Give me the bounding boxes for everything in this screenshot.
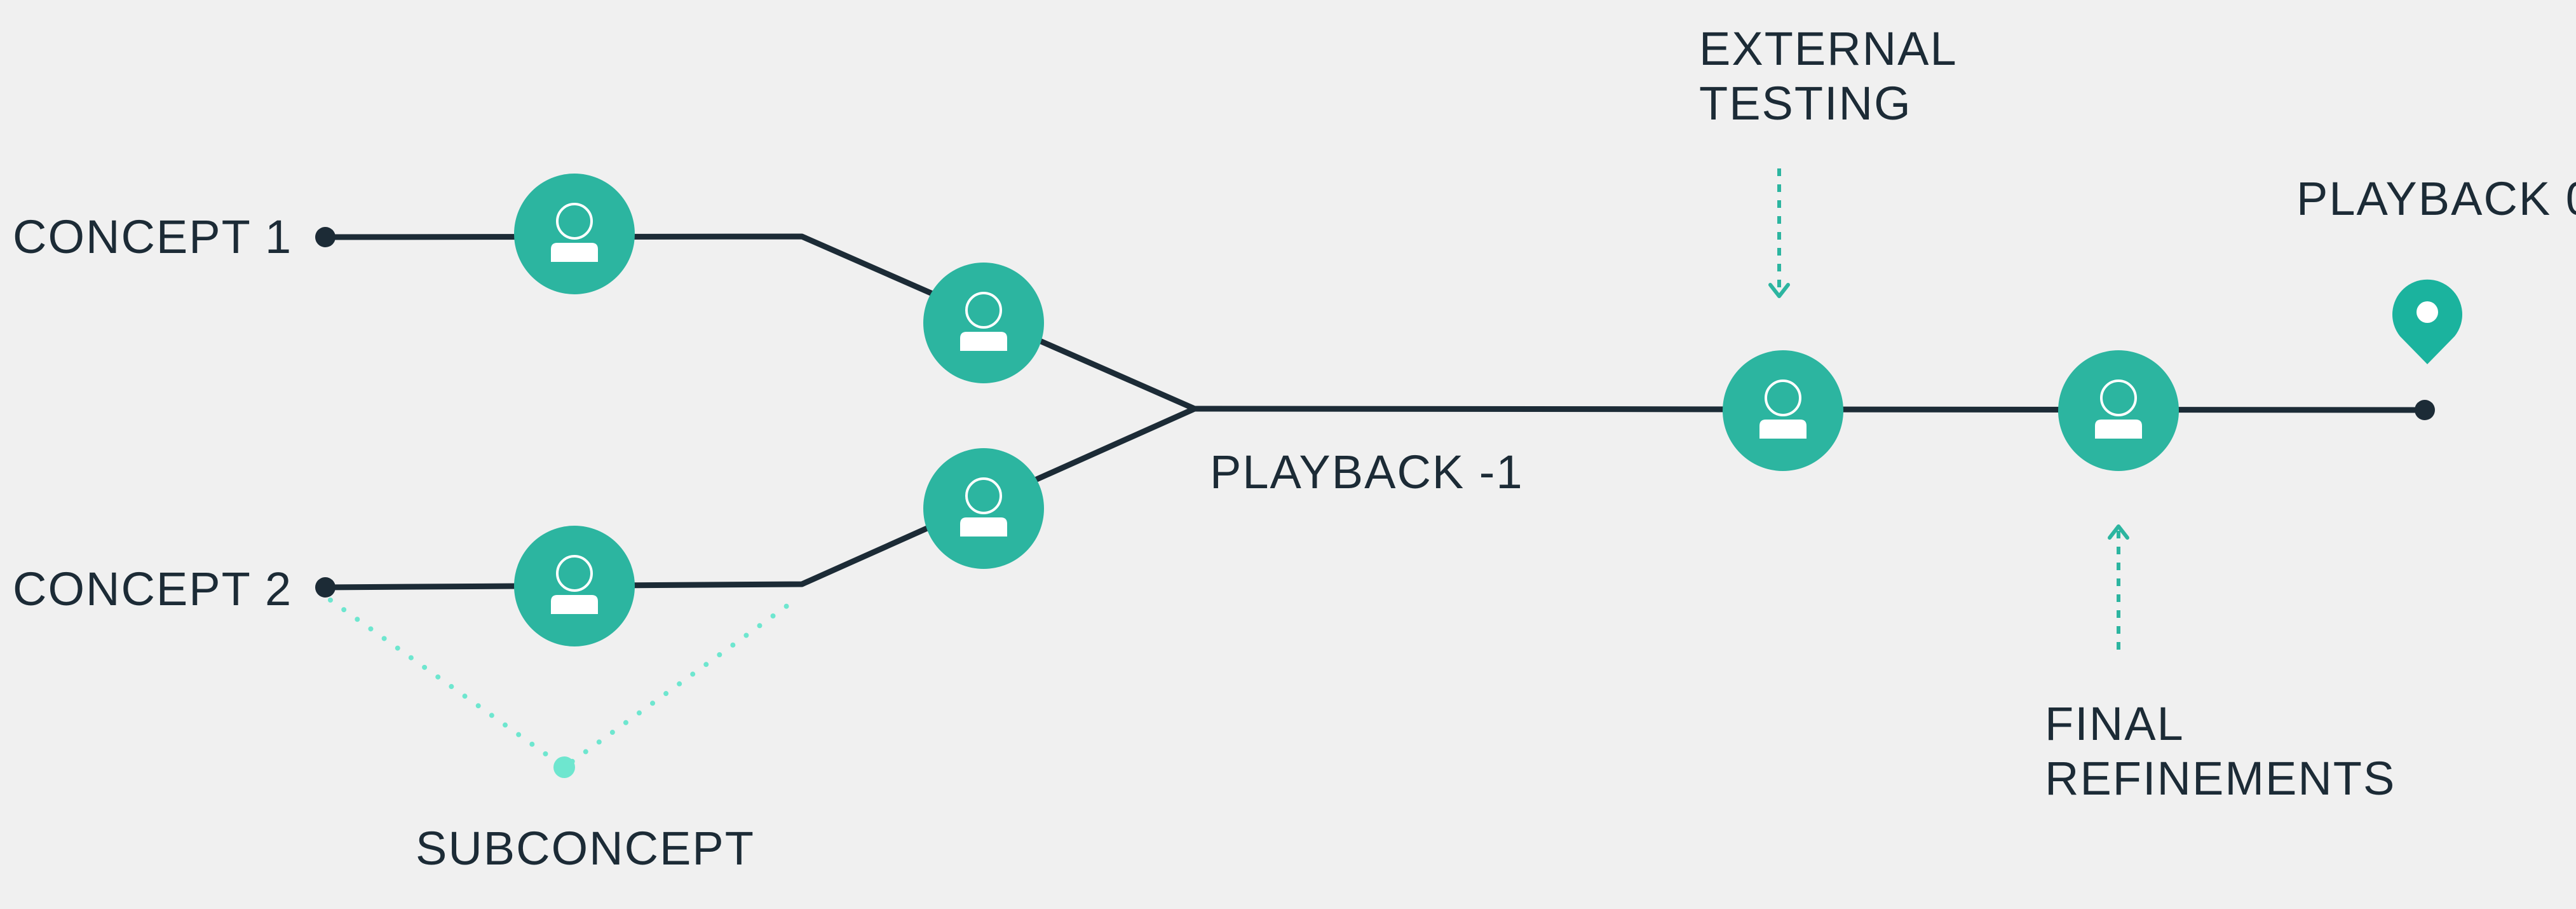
playback-0-label: PLAYBACK 0	[2296, 172, 2576, 225]
concept-2-start-dot	[315, 577, 336, 598]
person-icon	[551, 555, 598, 614]
final-refinements-label-line-2: REFINEMENTS	[2045, 752, 2396, 805]
review-node-concept-2	[514, 526, 635, 646]
concept-1-start-dot	[315, 227, 336, 247]
person-icon	[2095, 379, 2142, 439]
location-pin-icon	[2392, 279, 2462, 364]
external-testing-arrow	[1768, 168, 1790, 298]
concept-2-track	[322, 406, 1198, 591]
person-icon	[551, 203, 598, 262]
subconcept-label: SUBCONCEPT	[416, 822, 755, 875]
person-icon	[960, 292, 1007, 351]
external-testing-label-line-2: TESTING	[1699, 77, 1912, 130]
review-node-final-refinements	[2058, 350, 2179, 471]
review-node-external-testing	[1723, 350, 1843, 471]
person-icon	[1759, 379, 1807, 439]
concept-1-label: CONCEPT 1	[13, 210, 292, 263]
concept-1-track	[322, 233, 1198, 412]
review-node-concept-1	[514, 174, 635, 294]
final-refinements-arrow	[2108, 524, 2129, 650]
external-testing-label-line-1: EXTERNAL	[1699, 22, 1958, 75]
concept-2-label: CONCEPT 2	[13, 563, 292, 615]
review-node-merge-upper	[923, 263, 1044, 383]
playback-0-end-dot	[2415, 400, 2435, 420]
review-node-merge-lower	[923, 448, 1044, 569]
subconcept-dot	[553, 756, 575, 778]
person-icon	[960, 477, 1007, 537]
final-refinements-label-line-1: FINAL	[2045, 697, 2185, 750]
playback-minus-1-label: PLAYBACK -1	[1210, 446, 1524, 498]
